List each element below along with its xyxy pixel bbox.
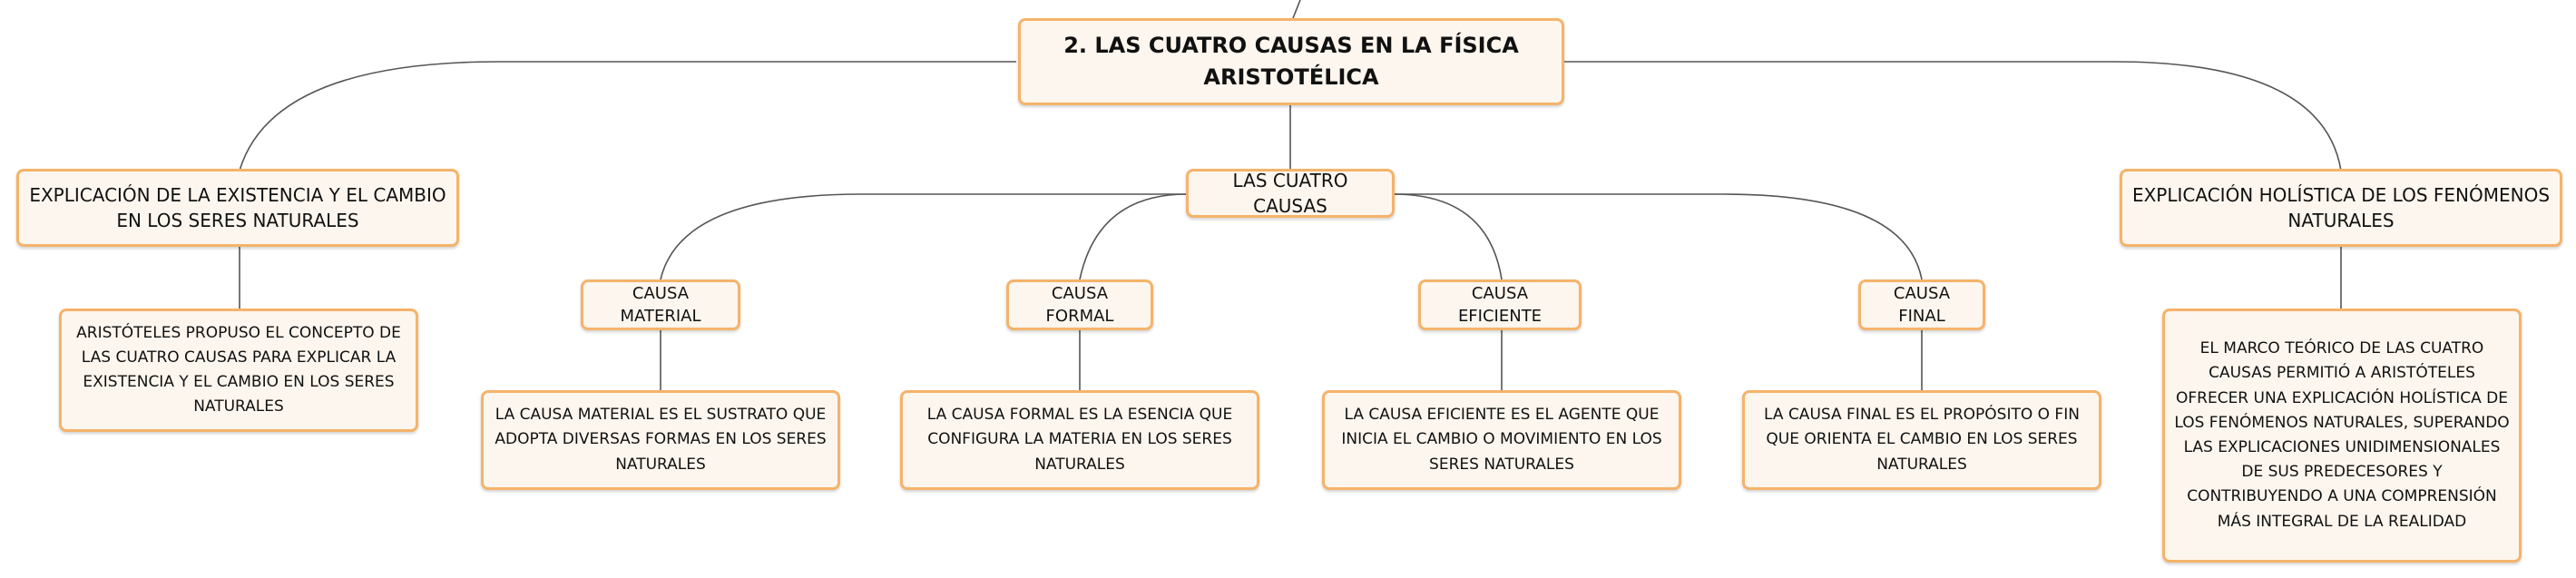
right-branch-label: EXPLICACIÓN HOLÍSTICA DE LOS FENÓMENOS N… [2131,184,2551,231]
connector-root-right [1563,61,2342,171]
cause-eficiente-detail[interactable]: LA CAUSA EFICIENTE ES EL AGENTE QUE INIC… [1322,390,1681,490]
center-branch-topic[interactable]: LAS CUATRO CAUSAS [1186,169,1395,218]
left-branch-label: EXPLICACIÓN DE LA EXISTENCIA Y EL CAMBIO… [29,184,446,231]
cause-final-topic[interactable]: CAUSA FINAL [1858,279,1985,330]
cause-formal-detail[interactable]: LA CAUSA FORMAL ES LA ESENCIA QUE CONFIG… [900,390,1259,490]
cause-material-label: CAUSA MATERIAL [620,283,701,326]
cause-formal-detail-text: LA CAUSA FORMAL ES LA ESENCIA QUE CONFIG… [926,406,1233,474]
connector-root-left [239,61,1016,171]
connector-center-material [660,193,1187,280]
cause-material-topic[interactable]: CAUSA MATERIAL [581,279,740,330]
left-branch-detail[interactable]: ARISTÓTELES PROPUSO EL CONCEPTO DE LAS C… [59,309,418,432]
left-branch-topic[interactable]: EXPLICACIÓN DE LA EXISTENCIA Y EL CAMBIO… [16,169,459,247]
connector-to-parent [1292,0,1301,19]
cause-eficiente-label: CAUSA EFICIENTE [1457,283,1543,326]
left-branch-detail-text: ARISTÓTELES PROPUSO EL CONCEPTO DE LAS C… [76,323,401,416]
right-branch-detail[interactable]: EL MARCO TEÓRICO DE LAS CUATRO CAUSAS PE… [2162,309,2522,563]
connector-center-eficiente [1393,193,1503,280]
root-topic[interactable]: 2. LAS CUATRO CAUSAS EN LA FÍSICA ARISTO… [1018,18,1564,105]
right-branch-detail-text: EL MARCO TEÓRICO DE LAS CUATRO CAUSAS PE… [2174,339,2510,531]
connector-center-final [1394,193,1923,280]
cause-final-detail[interactable]: LA CAUSA FINAL ES EL PROPÓSITO O FIN QUE… [1742,390,2101,490]
cause-material-detail[interactable]: LA CAUSA MATERIAL ES EL SUSTRATO QUE ADO… [481,390,840,490]
cause-material-detail-text: LA CAUSA MATERIAL ES EL SUSTRATO QUE ADO… [495,406,827,474]
cause-eficiente-topic[interactable]: CAUSA EFICIENTE [1418,279,1582,330]
cause-eficiente-detail-text: LA CAUSA EFICIENTE ES EL AGENTE QUE INIC… [1341,406,1662,474]
root-topic-label: 2. LAS CUATRO CAUSAS EN LA FÍSICA ARISTO… [1063,33,1519,90]
right-branch-topic[interactable]: EXPLICACIÓN HOLÍSTICA DE LOS FENÓMENOS N… [2120,169,2562,247]
cause-formal-topic[interactable]: CAUSA FORMAL [1006,279,1153,330]
cause-formal-label: CAUSA FORMAL [1045,283,1114,326]
cause-final-label: CAUSA FINAL [1893,283,1951,326]
cause-final-detail-text: LA CAUSA FINAL ES EL PROPÓSITO O FIN QUE… [1764,406,2080,474]
center-branch-label: LAS CUATRO CAUSAS [1232,170,1348,217]
connector-center-formal [1079,193,1188,280]
